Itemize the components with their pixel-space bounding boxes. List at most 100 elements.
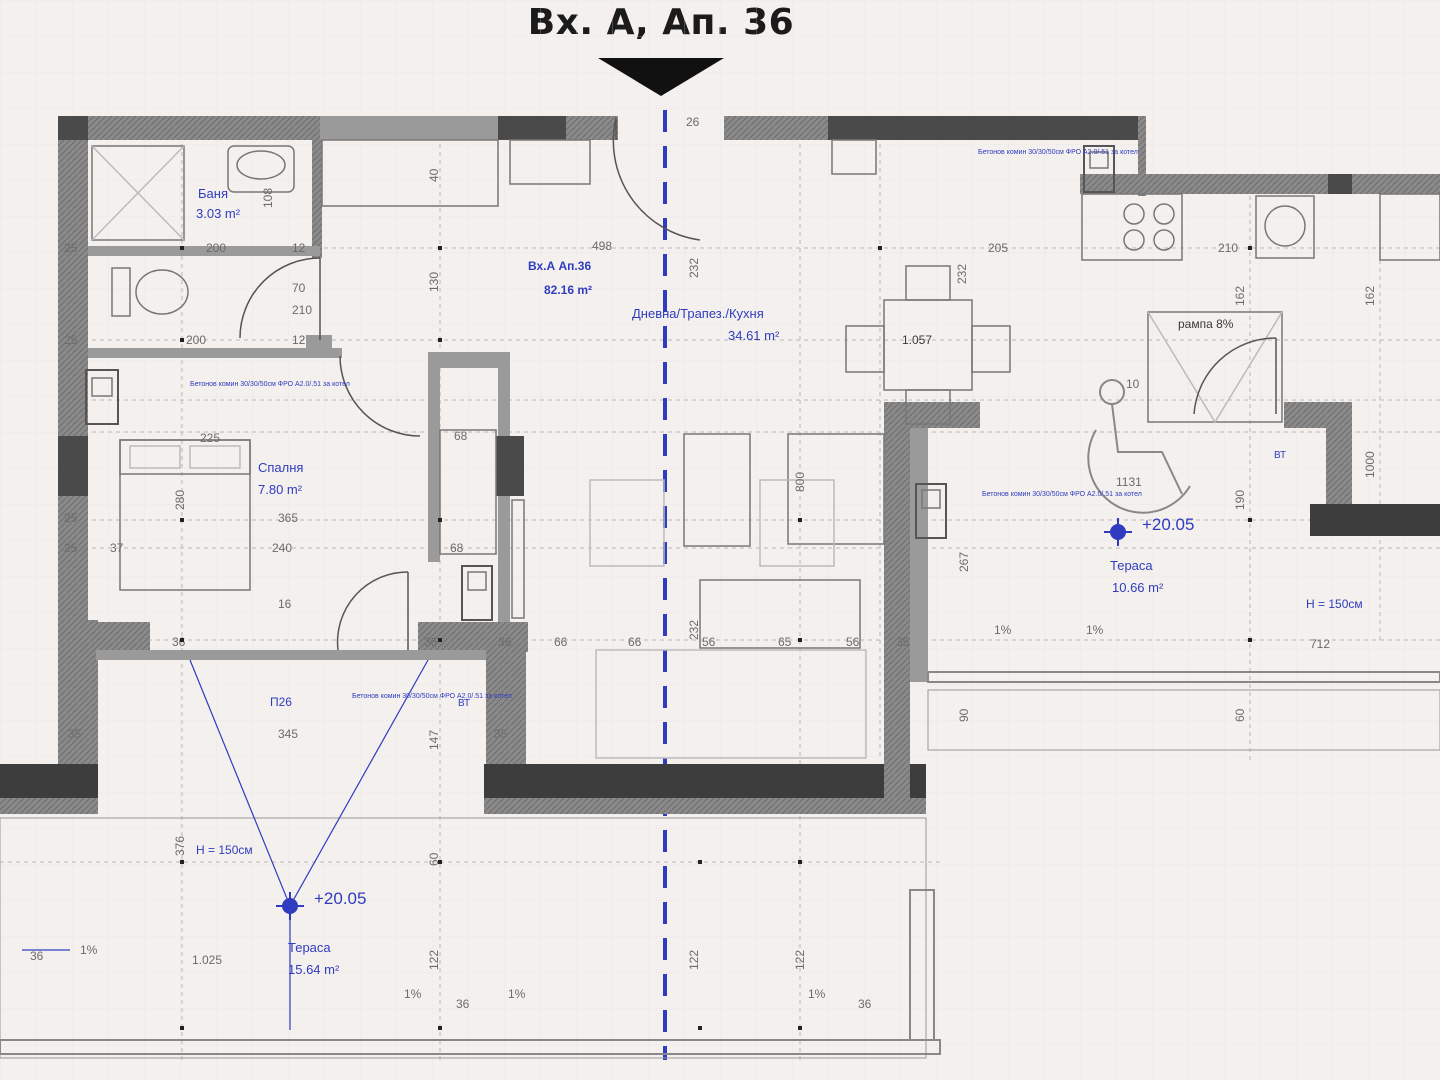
dim: 35	[896, 635, 910, 649]
dim: 1%	[508, 987, 526, 1001]
parapet-right: H = 150см	[1306, 597, 1363, 611]
apartment-label: Вх.А Ап.36	[528, 259, 591, 273]
dim: 712	[1310, 637, 1330, 651]
dim: 26	[686, 115, 700, 129]
dim: 200	[206, 241, 226, 255]
level-terrace-right: +20.05	[1142, 515, 1194, 534]
dim: 1%	[1086, 623, 1104, 637]
door-code: П26	[270, 695, 292, 709]
dim: 10	[1126, 377, 1140, 391]
dim: 240	[272, 541, 292, 555]
dim: 1%	[80, 943, 98, 957]
chimney-note-3: Бетонов комин 30/30/50см ФРО А2.0/.51 за…	[352, 693, 512, 700]
dim: 36	[858, 997, 872, 1011]
dim: 56	[846, 635, 860, 649]
dim: 36	[30, 949, 44, 963]
dim: 70	[292, 281, 306, 295]
terrace-bottom-name: Тераса	[288, 940, 331, 955]
dim: 147	[427, 730, 441, 750]
chimney-note-1: Бетонов комин 30/30/50см ФРО А2.0/.51 за…	[190, 381, 350, 388]
dim: 280	[173, 490, 187, 510]
dim: 1000	[1363, 451, 1377, 478]
dim: 25	[64, 241, 78, 255]
dim: 205	[988, 241, 1008, 255]
dim: 162	[1233, 286, 1247, 306]
bath-area: 3.03 m²	[196, 206, 241, 221]
table-size: 1.057	[902, 333, 932, 347]
dim: 40	[427, 168, 441, 182]
chimney-note-4: Бетонов комин 30/30/50см ФРО А2.0/.51 за…	[978, 149, 1138, 156]
dim: 66	[554, 635, 568, 649]
dim: 25	[64, 541, 78, 555]
dim: 200	[186, 333, 206, 347]
dim: 267	[957, 552, 971, 572]
dim: 90	[957, 708, 971, 722]
doors	[239, 117, 1277, 651]
dim: 60	[427, 852, 441, 866]
living-area: 34.61 m²	[728, 328, 780, 343]
bath-name: Баня	[198, 186, 228, 201]
dim: 232	[955, 264, 969, 284]
dim: 37	[110, 541, 124, 555]
plan-annotations: рампа 8% 1.057	[902, 317, 1234, 347]
dim: 376	[173, 836, 187, 856]
dim: 122	[427, 950, 441, 970]
terrace-right-area: 10.66 m²	[1112, 580, 1164, 595]
dim: 122	[793, 950, 807, 970]
dim: 232	[687, 620, 701, 640]
dim: 498	[592, 239, 612, 253]
dim: 36	[456, 997, 470, 1011]
vertical-dimensions: 130 40 232 232 232 122 122 122 60 60 90 …	[173, 168, 1377, 970]
living-name: Дневна/Трапез./Кухня	[632, 306, 764, 321]
dim: 225	[200, 431, 220, 445]
terrace-right-name: Тераса	[1110, 558, 1153, 573]
dim: 60	[1233, 708, 1247, 722]
dimension-ticks	[180, 246, 1252, 1030]
dim: 108	[261, 188, 275, 208]
bedroom-area: 7.80 m²	[258, 482, 303, 497]
level-terrace-bottom: +20.05	[314, 889, 366, 908]
dim: 25	[64, 333, 78, 347]
dim: 12	[292, 333, 306, 347]
dim: 36	[498, 635, 512, 649]
dim: 232	[687, 258, 701, 278]
dim: 35	[494, 727, 508, 741]
parapet-bottom: H = 150см	[196, 843, 253, 857]
dim: 56	[702, 635, 716, 649]
bedroom-name: Спалня	[258, 460, 303, 475]
dim: 1%	[404, 987, 422, 1001]
dim: 36	[424, 635, 438, 649]
dim: 25	[64, 511, 78, 525]
dim: 1%	[808, 987, 826, 1001]
dim: 1%	[994, 623, 1012, 637]
room-labels: Баня 3.03 m² Вх.А Ап.36 82.16 m² Дневна/…	[190, 149, 1363, 977]
dim: 66	[628, 635, 642, 649]
dim: 35	[68, 727, 82, 741]
dim: 16	[278, 597, 292, 611]
dim: 190	[1233, 490, 1247, 510]
dim: 162	[1363, 286, 1377, 306]
dim: 130	[427, 272, 441, 292]
chimney-note-2: Бетонов комин 30/30/50см ФРО А2.0/.51 за…	[982, 491, 1142, 498]
apartment-area: 82.16 m²	[544, 283, 592, 297]
dim: 65	[778, 635, 792, 649]
dim: 210	[292, 303, 312, 317]
wheelchair-icon	[1087, 379, 1191, 514]
ramp-label: рампа 8%	[1178, 317, 1234, 331]
fixtures	[85, 139, 1440, 759]
walls	[0, 116, 1440, 1059]
terrace-bottom-area: 15.64 m²	[288, 962, 340, 977]
dim: 12	[292, 241, 306, 255]
dim: 365	[278, 511, 298, 525]
dim: 68	[450, 541, 464, 555]
dim: 122	[687, 950, 701, 970]
dim: 345	[278, 727, 298, 741]
drainage-lines	[22, 659, 429, 1030]
dim: 210	[1218, 241, 1238, 255]
dim: 1.025	[192, 953, 222, 967]
dim: 68	[454, 429, 468, 443]
dim: 1131	[1116, 475, 1142, 489]
dim: 800	[793, 472, 807, 492]
